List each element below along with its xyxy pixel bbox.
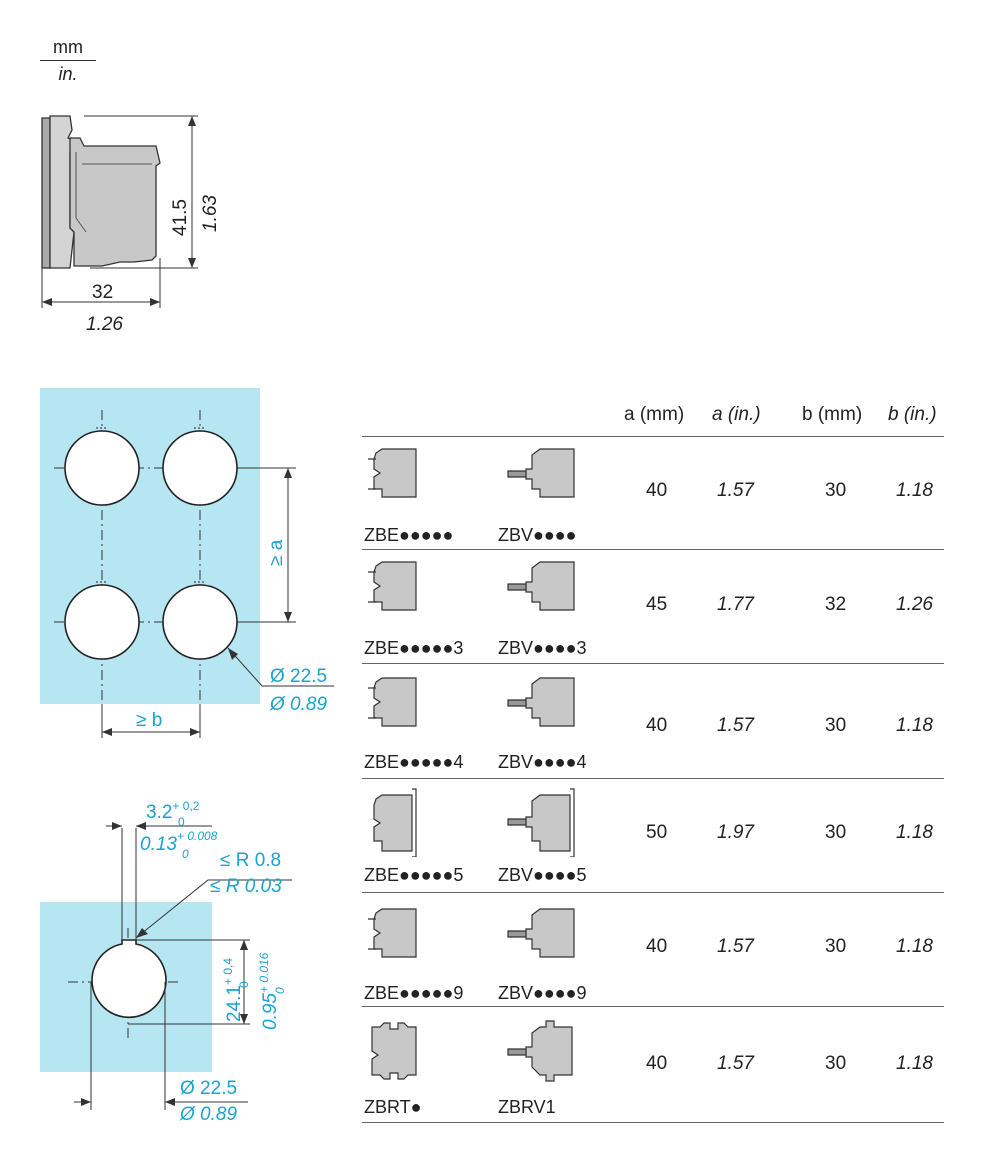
hole-diameter-in: Ø 0.89 <box>269 694 327 715</box>
part-code: ZBE●●●●●3 <box>364 638 464 658</box>
b-mm-value: 30 <box>825 715 847 736</box>
part-code: ZBV●●●●9 <box>498 983 587 1003</box>
corner-radius-mm: ≤ R 0.8 <box>220 850 281 871</box>
part-code: ZBE●●●●● <box>364 525 454 545</box>
part-code: ZBV●●●●4 <box>498 752 587 772</box>
b-in-value: 1.26 <box>896 594 933 615</box>
panel-area <box>40 388 260 704</box>
a-mm-value: 50 <box>646 822 668 843</box>
light-block-icon <box>507 1020 573 1082</box>
a-in-value: 1.57 <box>717 1053 754 1074</box>
part-code: ZBV●●●●5 <box>498 865 587 885</box>
table-row: ZBE●●●●●5 ZBV●●●●5 50 1.97 30 1.18 <box>362 778 944 893</box>
a-in-value: 1.57 <box>717 715 754 736</box>
table-row: ZBE●●●●● ZBV●●●● 40 1.57 30 1.18 <box>362 436 944 550</box>
table-row: ZBE●●●●●4 ZBV●●●●4 40 1.57 30 1.18 <box>362 663 944 779</box>
light-block-icon <box>507 908 575 958</box>
header-b-mm: b (mm) <box>802 404 863 425</box>
keyhole-diameter-in: Ø 0.89 <box>179 1104 237 1125</box>
a-mm-value: 45 <box>646 594 668 615</box>
part-code: ZBRT● <box>364 1097 422 1117</box>
light-block-icon <box>507 448 575 498</box>
hole-diameter-mm: Ø 22.5 <box>270 666 327 687</box>
a-mm-value: 40 <box>646 715 668 736</box>
b-in-value: 1.18 <box>896 480 933 501</box>
notch-width-mm-lower: 0 <box>178 815 185 829</box>
keyhole-height-mm: 24.1+ 0,4 <box>221 958 245 1022</box>
b-in-value: 1.18 <box>896 936 933 957</box>
part-code: ZBE●●●●●5 <box>364 865 464 885</box>
contact-block-side-view <box>41 115 161 269</box>
side-height-mm: 41.5 <box>170 199 191 236</box>
unit-divider <box>40 60 96 61</box>
b-in-value: 1.18 <box>896 715 933 736</box>
contact-block-icon <box>371 1022 417 1080</box>
header-b-in: b (in.) <box>888 404 937 425</box>
notch-width-mm: 3.2+ 0,2 <box>146 799 200 823</box>
a-in-value: 1.77 <box>717 594 754 615</box>
side-width-mm: 32 <box>92 282 113 303</box>
corner-radius-in: ≤ R 0.03 <box>210 876 282 897</box>
keyhole-height-mm-lower: 0 <box>237 981 251 988</box>
a-mm-value: 40 <box>646 480 668 501</box>
part-code: ZBV●●●●3 <box>498 638 587 658</box>
a-mm-value: 40 <box>646 936 668 957</box>
side-view-drawing: 41.5 1.63 32 1.26 <box>41 115 221 335</box>
header-a-mm: a (mm) <box>624 404 685 425</box>
unit-in: in. <box>58 64 78 84</box>
a-in-value: 1.57 <box>717 480 754 501</box>
keyhole-height-in: 0.95+ 0.016 <box>257 952 281 1030</box>
b-mm-value: 32 <box>825 594 847 615</box>
part-code: ZBE●●●●●4 <box>364 752 464 772</box>
b-in-value: 1.18 <box>896 822 933 843</box>
table-row: ZBRT● ZBRV1 40 1.57 30 1.18 <box>362 1006 944 1123</box>
a-in-value: 1.57 <box>717 936 754 957</box>
unit-mm: mm <box>53 37 83 57</box>
side-height-in: 1.63 <box>200 195 221 232</box>
b-mm-value: 30 <box>825 480 847 501</box>
light-block-icon <box>507 677 575 727</box>
contact-block-icon <box>368 561 417 611</box>
keyhole-diameter-mm: Ø 22.5 <box>180 1078 237 1099</box>
spacing-b-label: ≥ b <box>136 710 162 731</box>
table-row: ZBE●●●●●3 ZBV●●●●3 45 1.77 32 1.26 <box>362 549 944 664</box>
part-code: ZBV●●●● <box>498 525 577 545</box>
light-block-icon <box>507 788 575 857</box>
panel-cutout-drawing: ≥ b ≥ a Ø 22.5 Ø 0.89 <box>40 388 334 738</box>
contact-block-icon <box>368 677 417 727</box>
b-mm-value: 30 <box>825 822 847 843</box>
contact-block-icon <box>373 788 417 857</box>
notch-width-in: 0.13+ 0.008 <box>140 829 218 855</box>
part-code: ZBRV1 <box>498 1097 556 1117</box>
b-mm-value: 30 <box>825 936 847 957</box>
keyhole-cutout <box>91 939 167 1019</box>
keyhole-detail-drawing: 3.2+ 0,2 0 0.13+ 0.008 0 ≤ R 0.8 ≤ R 0.0… <box>40 799 292 1125</box>
a-mm-value: 40 <box>646 1053 668 1074</box>
spacing-a-label: ≥ a <box>266 539 287 566</box>
table-row: ZBE●●●●●9 ZBV●●●●9 40 1.57 30 1.18 <box>362 892 944 1007</box>
header-a-in: a (in.) <box>712 404 761 425</box>
a-in-value: 1.97 <box>717 822 754 843</box>
keyhole-height-in-lower: 0 <box>273 987 287 994</box>
units-legend: mm in. <box>40 36 96 85</box>
contact-block-icon <box>368 448 417 498</box>
light-block-icon <box>507 561 575 611</box>
b-in-value: 1.18 <box>896 1053 933 1074</box>
contact-block-icon <box>368 908 417 958</box>
b-mm-value: 30 <box>825 1053 847 1074</box>
part-code: ZBE●●●●●9 <box>364 983 464 1003</box>
notch-width-in-lower: 0 <box>182 847 189 861</box>
cutout-holes <box>64 430 238 660</box>
side-width-in: 1.26 <box>86 314 123 335</box>
